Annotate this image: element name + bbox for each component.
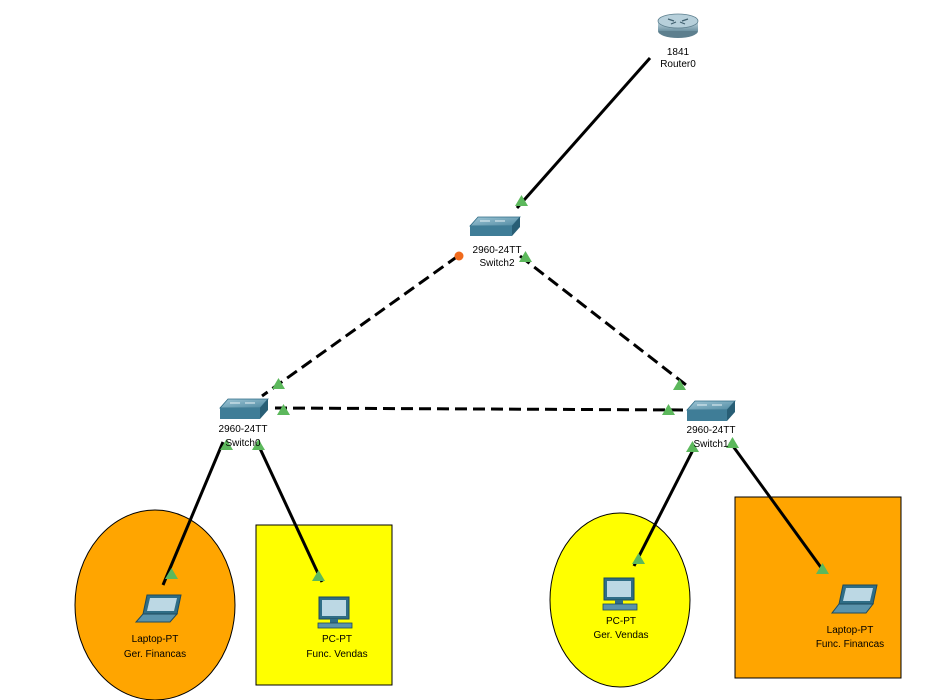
link-lights-layer [165,195,829,581]
laptop-right-model-label: Laptop-PT [827,625,874,636]
laptop-left-name-label: Ger. Financas [124,649,186,660]
switch2-model-label: 2960-24TT [473,245,522,256]
link-up-indicator [220,439,233,450]
pc-right-name-label: Ger. Vendas [593,630,648,641]
cable-switch1-laptop-right[interactable] [728,441,827,574]
cable-switch0-laptop-left[interactable] [161,441,225,586]
link-up-indicator [515,195,528,206]
pc-right-device[interactable]: PC-PT Ger. Vendas [593,577,649,641]
link-up-indicator [632,553,645,564]
pc-left-name-label: Func. Vendas [306,649,367,660]
router-icon [657,13,699,38]
switch-icon [219,398,269,419]
cable-switch2-switch1[interactable] [519,254,691,390]
laptop-left-model-label: Laptop-PT [132,634,179,645]
switch1-model-label: 2960-24TT [687,425,736,436]
zones-layer [74,496,902,700]
cables-layer [161,57,827,586]
link-up-indicator [277,404,290,415]
router0-name-label: Router0 [660,59,696,70]
switch1-device[interactable]: 2960-24TT Switch1 [686,400,736,450]
link-down-indicator [454,251,464,261]
cable-switch1-pc-right[interactable] [632,445,697,567]
link-up-indicator [165,568,178,579]
cable-switch0-pc-left[interactable] [255,441,324,583]
switch0-device[interactable]: 2960-24TT Switch0 [219,398,269,449]
pc-left-model-label: PC-PT [322,634,352,645]
link-up-indicator [312,570,325,581]
pc-right-model-label: PC-PT [606,616,636,627]
switch1-name-label: Switch1 [693,439,728,450]
link-up-indicator [272,378,285,389]
laptop-left-device[interactable]: Laptop-PT Ger. Financas [124,594,186,660]
switch-icon [686,400,736,421]
cable-switch2-switch0[interactable] [261,254,459,398]
switch0-name-label: Switch0 [225,438,260,449]
pc-icon [602,577,638,611]
link-up-indicator [726,437,739,448]
link-up-indicator [662,404,675,415]
laptop-icon [830,584,878,614]
link-up-indicator [673,379,686,390]
router0-device[interactable]: 1841 Router0 [657,13,699,70]
pc-icon [317,596,353,629]
link-up-indicator [816,563,829,574]
cable-router0-switch2[interactable] [515,57,652,209]
laptop-right-device[interactable]: Laptop-PT Func. Financas [816,584,884,650]
laptop-right-name-label: Func. Financas [816,639,884,650]
switch-icon [469,216,521,236]
switch0-model-label: 2960-24TT [219,424,268,435]
switch2-name-label: Switch2 [479,258,514,269]
router0-model-label: 1841 [667,47,690,58]
link-up-indicator [519,251,532,262]
cable-switch0-switch1[interactable] [274,406,689,412]
link-up-indicator [686,441,699,452]
switch2-device[interactable]: 2960-24TT Switch2 [469,216,522,269]
laptop-icon [134,594,182,623]
link-up-indicator [252,439,265,450]
pc-left-device[interactable]: PC-PT Func. Vendas [306,596,368,660]
